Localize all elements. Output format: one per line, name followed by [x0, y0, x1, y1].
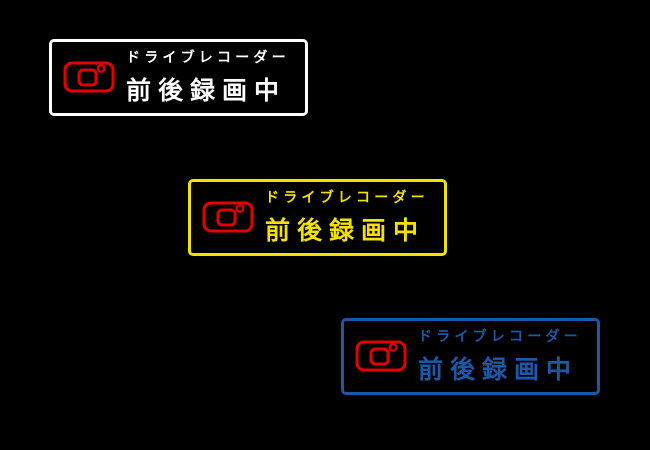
- camera-icon: [355, 340, 407, 372]
- sticker-white: ドライブレコーダー 前後録画中: [49, 39, 308, 116]
- sticker-label-line2: 前後録画中: [265, 216, 426, 245]
- camera-icon: [63, 61, 115, 93]
- sticker-label-line1: ドライブレコーダー: [418, 329, 582, 345]
- sticker-blue: ドライブレコーダー 前後録画中: [341, 318, 600, 395]
- sticker-label-line1: ドライブレコーダー: [126, 50, 290, 66]
- sticker-label-line2: 前後録画中: [126, 76, 287, 105]
- sticker-label-line2: 前後録画中: [418, 355, 579, 384]
- sticker-yellow: ドライブレコーダー 前後録画中: [188, 179, 447, 256]
- sticker-label-line1: ドライブレコーダー: [265, 190, 429, 206]
- camera-icon: [202, 201, 254, 233]
